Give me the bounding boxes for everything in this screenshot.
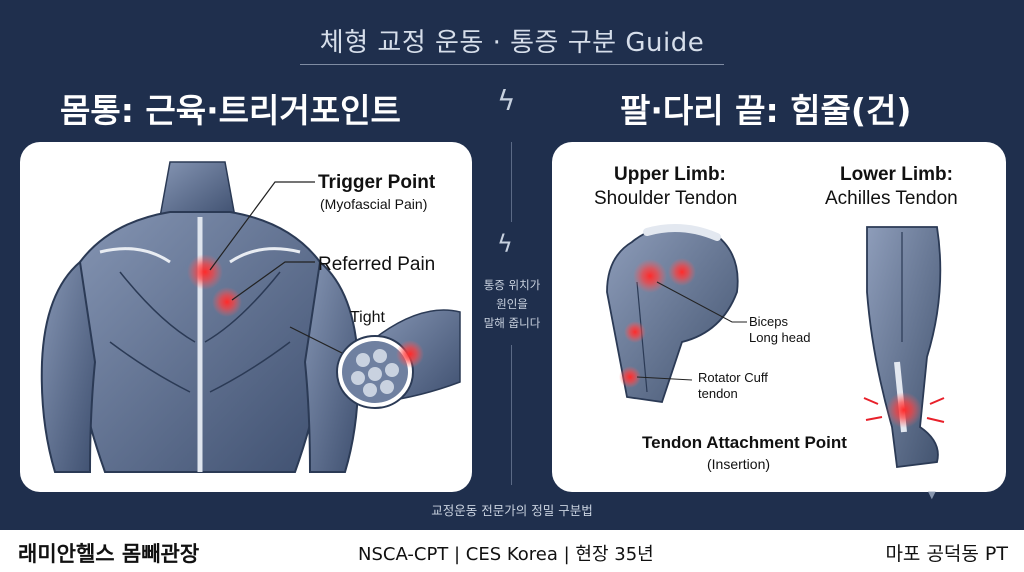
achilles-marker [886, 392, 922, 428]
center-note: 통증 위치가 원인을 말해 줍니다 [470, 276, 554, 333]
tight-label: Tight [350, 309, 385, 326]
trunk-muscle-panel: Trigger Point (Myofascial Pain) Referred… [20, 142, 472, 492]
referred-pain-marker [212, 287, 242, 317]
muscle-cross-section [336, 309, 461, 409]
center-note-line: 원인을 [496, 297, 528, 311]
referred-pain-label: Referred Pain [318, 254, 436, 275]
center-divider-lower [511, 345, 512, 485]
footer-bar: 래미안헬스 몸빼관장 NSCA-CPT | CES Korea | 현장 35년… [0, 530, 1024, 572]
center-divider [511, 142, 512, 222]
down-arrow-icon: ▼ [928, 490, 936, 501]
center-note-line: 통증 위치가 [483, 278, 541, 292]
lightning-icon: ϟ [497, 84, 516, 117]
tagline: 교정운동 전문가의 정밀 구분법 [431, 503, 593, 518]
footer-location: 마포 공덕동 PT [885, 543, 1008, 565]
lower-limb-title: Lower Limb: [840, 164, 953, 185]
upper-limb-title: Upper Limb: [614, 164, 726, 185]
rotator-cuff-label: Rotator Cuff tendon [698, 370, 768, 402]
back-muscle-illustration [40, 161, 461, 473]
lightning-icon-small: ϟ [497, 230, 513, 258]
trigger-point-marker [187, 254, 223, 290]
rotator-cuff-marker [619, 366, 641, 388]
right-section-heading: 팔·다리 끝: 힘줄(건) [620, 91, 912, 130]
limb-tendon-panel: Upper Limb: Shoulder Tendon Lower Limb: … [552, 142, 1006, 492]
tendon-illustration [606, 224, 945, 469]
biceps-tendon-marker [633, 259, 667, 293]
shoulder-illustration [606, 224, 747, 403]
tendon-attachment-sublabel: (Insertion) [707, 456, 771, 472]
footer-brand: 래미안헬스 몸빼관장 [18, 542, 200, 566]
biceps-label-line: Biceps [749, 314, 789, 329]
title-underline [300, 64, 724, 65]
footer-credentials: NSCA-CPT | CES Korea | 현장 35년 [358, 544, 654, 565]
shoulder-tendon-marker [668, 258, 696, 286]
page-title: 체형 교정 운동 · 통증 구분 Guide [319, 28, 705, 58]
lower-limb-subtitle: Achilles Tendon [825, 188, 958, 209]
rotator-cuff-label-line: Rotator Cuff [698, 370, 768, 385]
tendon-attachment-label: Tendon Attachment Point [642, 433, 847, 452]
trigger-point-sublabel: (Myofascial Pain) [320, 196, 428, 212]
biceps-label-line: Long head [749, 330, 811, 345]
tight-muscle-marker [396, 340, 424, 368]
upper-limb-subtitle: Shoulder Tendon [594, 188, 738, 209]
rotator-cuff-label-line: tendon [698, 386, 738, 401]
biceps-label: Biceps Long head [749, 314, 810, 346]
center-note-line: 말해 줍니다 [483, 316, 541, 330]
trigger-point-label: Trigger Point [318, 172, 436, 193]
arm-tendon-marker [624, 321, 646, 343]
left-section-heading: 몸통: 근육·트리거포인트 [60, 91, 401, 130]
leg-illustration [863, 226, 945, 469]
